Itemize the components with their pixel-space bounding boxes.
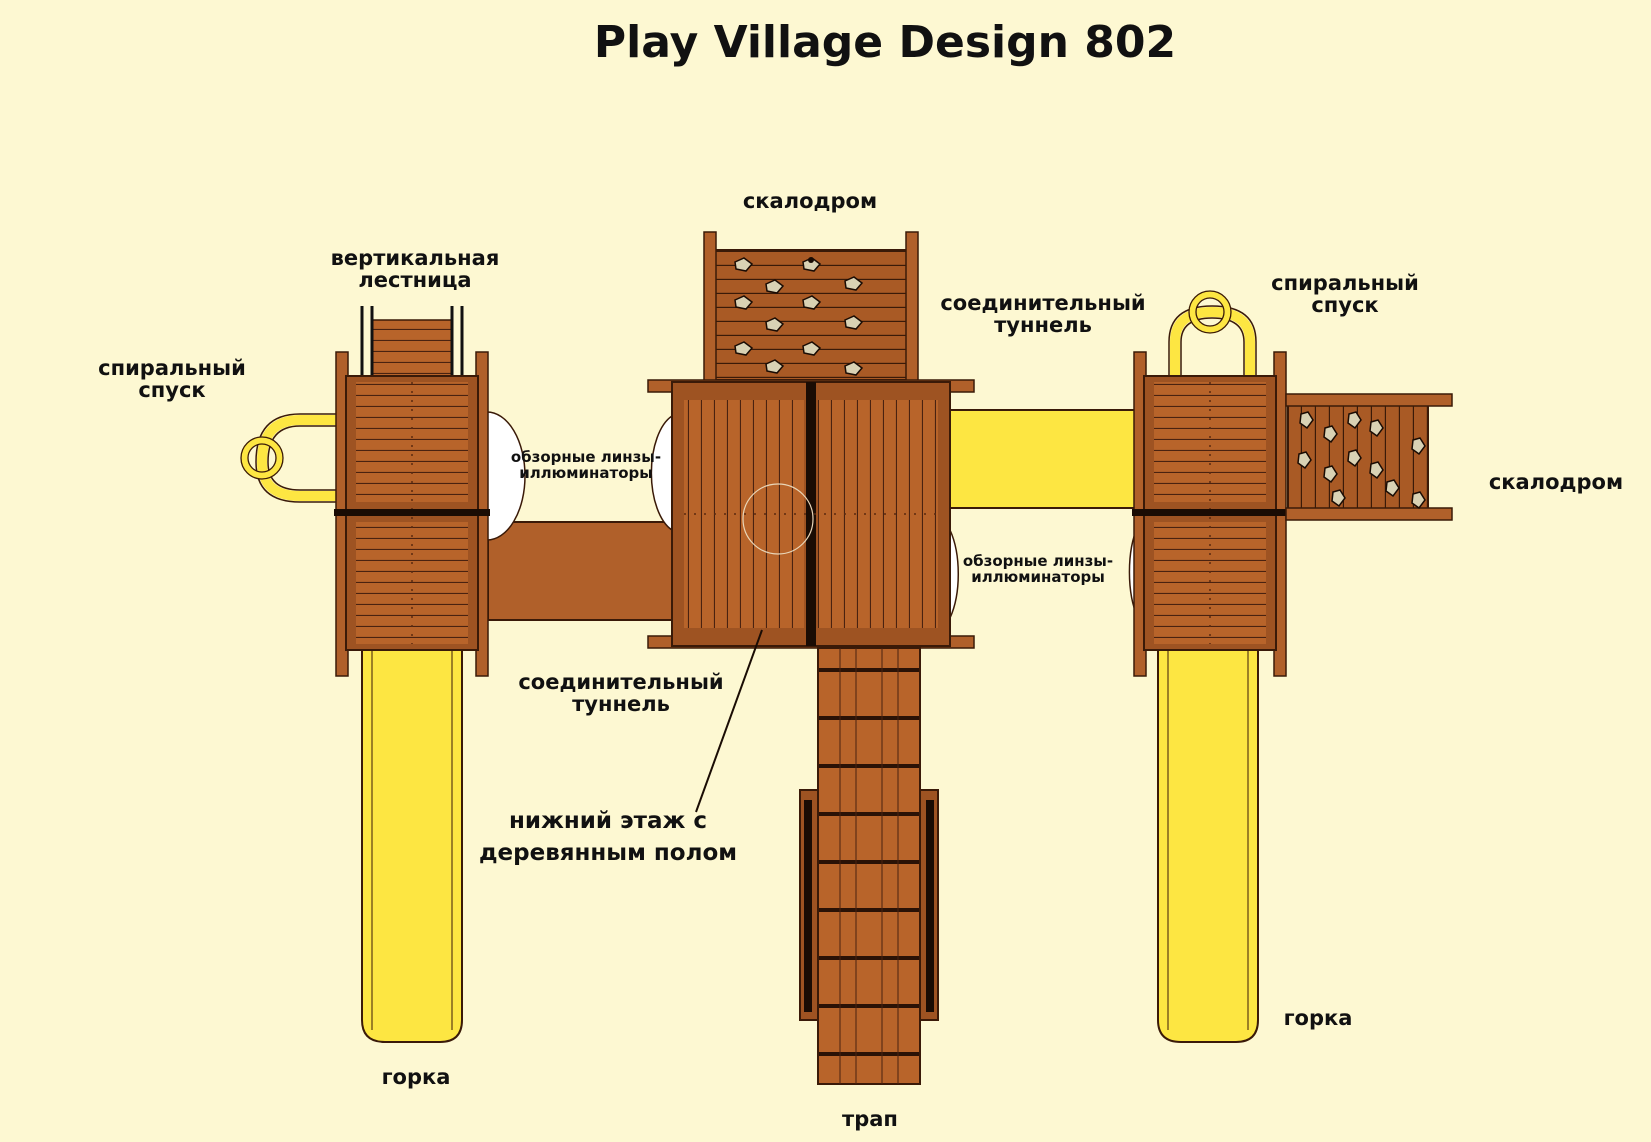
label-vertical-ladder-line1: вертикальная [330, 246, 500, 270]
label-lower-floor-line2: деревянным полом [478, 840, 738, 867]
label-lenses-left: обзорные линзы- иллюминаторы [504, 448, 668, 482]
spiral-slide-right [1168, 290, 1257, 376]
slide-left [361, 649, 463, 1043]
label-lenses-right: обзорные линзы- иллюминаторы [956, 552, 1120, 586]
tower-left [334, 351, 526, 677]
label-tunnel-bottom-line2: туннель [572, 692, 670, 717]
climbing-wall-top [703, 231, 919, 383]
label-vertical-ladder-line2: лестница [358, 268, 472, 293]
leader-line-lower-floor [695, 629, 763, 813]
label-vertical-ladder: вертикальная лестница [310, 247, 520, 291]
label-lenses-left-line1: обзорные линзы- [510, 448, 662, 466]
label-lower-floor-line1: нижний этаж с [508, 808, 708, 834]
label-lenses-right-line1: обзорные линзы- [962, 552, 1114, 570]
connecting-tunnel-lower [487, 521, 675, 621]
label-slide-right: горка [1283, 1006, 1353, 1030]
label-tunnel-bottom: соединительный туннель [506, 671, 736, 715]
label-spiral-right-line1: спиральный [1271, 271, 1419, 295]
label-tunnel-bottom-line1: соединительный [518, 670, 724, 694]
tower-right [1128, 351, 1288, 677]
label-tunnel-top: соединительный туннель [928, 292, 1158, 336]
label-spiral-left-line1: спиральный [98, 356, 246, 380]
label-spiral-right-line2: спуск [1311, 293, 1379, 318]
label-lenses-left-line2: иллюминаторы [519, 463, 653, 482]
label-climbing-wall-top: скалодром [742, 189, 878, 213]
climbing-wall-right [1285, 393, 1453, 521]
label-lenses-right-line2: иллюминаторы [971, 567, 1105, 586]
label-spiral-left-line2: спуск [138, 378, 206, 403]
tower-center [647, 379, 975, 649]
label-slide-left: горка [381, 1065, 451, 1089]
ramp [799, 647, 939, 1085]
label-ramp: трап [842, 1107, 898, 1131]
label-tunnel-top-line2: туннель [994, 313, 1092, 338]
label-lower-floor: нижний этаж с деревянным полом [470, 805, 746, 869]
label-climbing-wall-right: скалодром [1488, 470, 1624, 494]
connecting-tunnel-upper [949, 409, 1139, 509]
slide-right [1157, 649, 1259, 1043]
label-tunnel-top-line1: соединительный [940, 291, 1146, 315]
label-spiral-slide-left: спиральный спуск [82, 357, 262, 401]
spiral-slide-left [240, 413, 336, 503]
vertical-ladder [360, 306, 464, 378]
label-spiral-slide-right: спиральный спуск [1255, 272, 1435, 316]
page-title: Play Village Design 802 [593, 17, 1177, 68]
